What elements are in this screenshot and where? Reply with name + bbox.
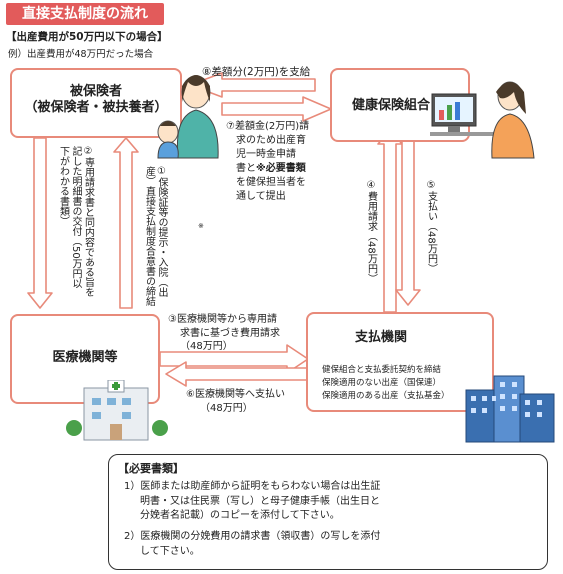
required-item-line: 1）医師または助産師から証明をもらわない場合は出生証 [124, 481, 381, 492]
arrow-4 [377, 129, 403, 313]
arrow-2 [27, 137, 53, 309]
payer-details: 健保組合と支払委託契約を締結 保険適用のない出産（国保連） 保険適用のある出産（… [322, 364, 450, 404]
required-documents-title: 【必要書類】 [118, 462, 184, 475]
flow-3-line: （48万円） [180, 341, 233, 352]
insured-subtitle: （被保険者・被扶養者） [24, 100, 168, 116]
payer-line: 健保組合と支払委託契約を締結 [322, 365, 442, 375]
flow-8-label: ⑧差額分(2万円)を支給 [202, 66, 311, 78]
required-item-1: 1）医師または助産師から証明をもらわない場合は出生証 明書・又は住民票（写し）と… [124, 480, 380, 524]
required-item-line: して下さい。 [140, 545, 200, 557]
flow-1-label: ①保険証等の提示・入院（出産）直接支払制度合意書の締結 [143, 166, 168, 306]
flow-2-label: ②専用請求書と同内容である旨を記した明細書の交付（50万円以下がわかる書類） [57, 146, 94, 297]
node-insured-label: 被保険者 （被保険者・被扶養者） [12, 84, 180, 117]
mother-child-illustration [157, 75, 219, 159]
required-item-line: 明書・又は住民票（写し）と母子健康手帳（出生日と [140, 495, 380, 507]
arrow-6 [165, 361, 309, 387]
payer-line: 保険適用のない出産（国保連） [322, 378, 442, 389]
node-payer [306, 312, 494, 412]
payer-line: 保険適用のある出産（支払基金） [322, 391, 450, 402]
flow-3-line: 求書に基づき費用請求 [180, 327, 280, 339]
arrow-1 [113, 137, 139, 309]
flow-7-line: 書と [236, 163, 256, 174]
diagram-title: 直接支払制度の流れ [6, 3, 164, 25]
flow-6-line: ⑥医療機関等へ支払い [186, 389, 285, 400]
insured-title: 被保険者 [69, 84, 122, 99]
arrow-7 [221, 96, 332, 122]
required-documents-box [108, 454, 548, 570]
flow-5-label: ⑤支払い（48万円） [425, 180, 437, 274]
flow-4-label: ④費用請求（48万円） [365, 180, 377, 284]
example-note: 例）出産費用が48万円だった場合 [8, 49, 154, 60]
flow-7-label: ⑦差額金(2万円)請 求のため出産育 児一時金申請 書と※必要書類 を健保担当者… [226, 120, 309, 204]
office-worker-illustration [430, 81, 535, 159]
flow-7-line: を健保担当者を [236, 177, 306, 188]
flow-7-line: 求のため出産育 [236, 135, 306, 146]
required-docs-reference: ※必要書類 [256, 163, 306, 174]
arrow-8 [189, 72, 316, 98]
flow-7-line: 児一時金申請 [236, 149, 296, 160]
subtitle: 【出産費用が50万円以下の場合】 [6, 31, 168, 43]
flow-7-line: 通して提出 [236, 191, 286, 202]
union-title: 健康保険組合 [351, 98, 430, 113]
arrow-5 [395, 129, 421, 306]
required-item-line: 分娩者名記載）のコピーを添付して下さい。 [140, 510, 340, 521]
flow-6-line: （48万円） [200, 402, 253, 414]
flow-3-line: ③医療機関等から専用請 [168, 314, 277, 325]
flow-6-label: ⑥医療機関等へ支払い （48万円） [186, 388, 285, 415]
payer-title: 支払機関 [354, 330, 407, 345]
payer-building-illustration [465, 375, 555, 443]
hospital-building-illustration [66, 380, 168, 441]
hospital-title: 医療機関等 [52, 350, 118, 365]
required-item-line: 2）医療機関の分娩費用の請求書（領収書）の写しを添付 [124, 531, 381, 542]
required-item-2: 2）医療機関の分娩費用の請求書（領収書）の写しを添付 して下さい。 [124, 530, 380, 559]
flow-1-mark: ※ [198, 222, 204, 230]
flow-3-label: ③医療機関等から専用請 求書に基づき費用請求 （48万円） [168, 313, 280, 354]
flow-7-line: ⑦差額金(2万円)請 [226, 121, 310, 132]
node-insured [10, 68, 182, 138]
